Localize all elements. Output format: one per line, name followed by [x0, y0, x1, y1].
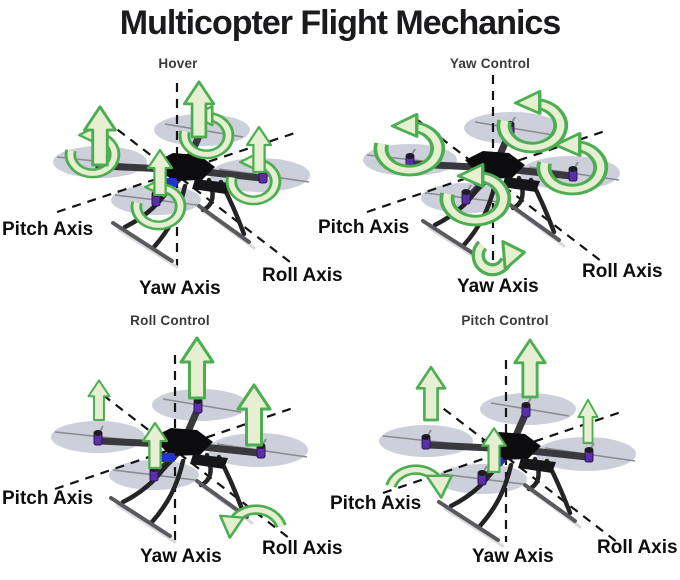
roll-axis-line	[104, 119, 291, 263]
thrust-arrow-icon	[577, 398, 599, 445]
quadrant-pitch-control: Pitch Control Pitch Axis Yaw Axis Roll A…	[330, 308, 680, 580]
page-title: Multicopter Flight Mechanics	[119, 4, 561, 42]
drone-and-arrows	[70, 80, 275, 267]
thrust-arrow-icon	[415, 365, 447, 422]
yaw-axis-label: Yaw Axis	[139, 278, 221, 299]
thrust-arrow-icon	[87, 379, 111, 421]
section-title-yaw-control: Yaw Control	[449, 56, 531, 71]
quadrant-hover: Hover Pitch Axis Yaw Axis Roll Axis	[0, 55, 343, 305]
yaw-control-diagram	[362, 75, 621, 305]
pitch-control-diagram	[378, 338, 637, 580]
roll-axis-label: Roll Axis	[597, 537, 678, 558]
pitch-axis-label: Pitch Axis	[2, 219, 94, 240]
roll-axis-label: Roll Axis	[262, 265, 343, 286]
roll-axis-label: Roll Axis	[262, 538, 343, 559]
yaw-rotation-arrow-icon	[478, 242, 524, 270]
hover-diagram	[52, 80, 311, 275]
roll-axis-line	[430, 398, 618, 543]
section-title-pitch-control: Pitch Control	[461, 313, 549, 328]
pitch-axis-label: Pitch Axis	[318, 217, 410, 238]
roll-axis-label: Roll Axis	[582, 261, 663, 282]
thrust-arrow-icon	[513, 338, 547, 399]
pitch-axis-label: Pitch Axis	[2, 488, 94, 509]
thrust-arrow-icon	[179, 336, 215, 400]
roll-control-diagram	[50, 336, 309, 580]
section-title-roll-control: Roll Control	[130, 313, 210, 328]
quadrant-yaw-control: Yaw Control Pitch Axis Yaw Axis Roll Axi…	[318, 55, 680, 305]
yaw-axis-label: Yaw Axis	[457, 276, 539, 297]
quadrant-roll-control: Roll Control Pitch Axis Yaw Axis Roll Ax…	[0, 308, 343, 580]
section-title-hover: Hover	[158, 56, 198, 71]
yaw-axis-label: Yaw Axis	[140, 546, 222, 567]
yaw-axis-label: Yaw Axis	[472, 546, 554, 567]
pitch-axis-label: Pitch Axis	[330, 493, 422, 514]
drone-and-arrows	[87, 336, 281, 542]
